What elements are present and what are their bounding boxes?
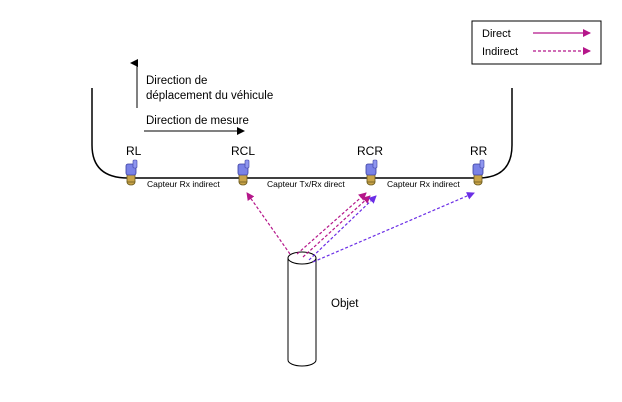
caption-left: Capteur Rx indirect: [147, 179, 220, 189]
direct-path-rcr-1: [296, 192, 367, 255]
vehicle-direction-label-2: déplacement du véhicule: [146, 90, 273, 102]
vehicle-direction-indicator: Direction de déplacement du véhicule: [130, 59, 273, 108]
sensor-rcl-icon: [237, 159, 250, 186]
sensor-label-rcr: RCR: [357, 144, 383, 158]
legend-box: [471, 20, 602, 65]
caption-middle: Capteur Tx/Rx direct: [267, 179, 345, 189]
measure-direction-indicator: Direction de mesure: [144, 115, 249, 135]
object-label: Objet: [331, 298, 359, 310]
measure-direction-label: Direction de mesure: [146, 115, 249, 127]
sensor-rcr-icon: [365, 159, 378, 186]
sensor-rr-icon: [472, 159, 485, 186]
indirect-path-rcr: [308, 195, 377, 261]
indirect-path-rcl: [246, 192, 291, 255]
sensor-rl-icon: [125, 159, 138, 186]
vehicle-direction-label: Direction de: [146, 75, 207, 87]
legend: Direct Indirect: [471, 20, 602, 65]
indirect-path-rr: [312, 192, 475, 263]
caption-right: Capteur Rx indirect: [387, 179, 460, 189]
direct-path-rcr-2: [302, 195, 371, 258]
sensor-label-rcl: RCL: [231, 144, 255, 158]
bumper-outline: [91, 88, 513, 179]
legend-direct-label: Direct: [482, 28, 511, 40]
sensor-label-rl: RL: [126, 144, 142, 158]
legend-indirect-label: Indirect: [482, 46, 518, 58]
object-cylinder: [287, 251, 317, 367]
echo-paths: [246, 192, 475, 263]
sensor-label-rr: RR: [470, 144, 488, 158]
